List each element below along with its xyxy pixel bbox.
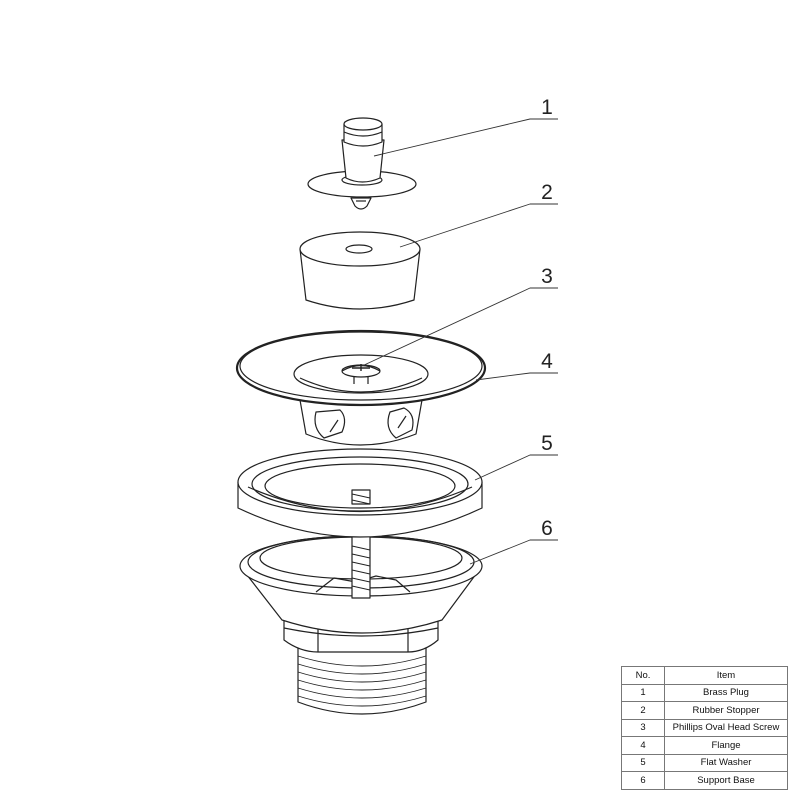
support-base-thread [297, 647, 427, 715]
row-item: Flange [664, 736, 788, 755]
leader-lines [361, 118, 558, 565]
table-row: 6 Support Base [621, 771, 788, 790]
callout-2: 2 [541, 181, 553, 204]
leader-6 [469, 539, 558, 565]
leader-5 [474, 454, 558, 481]
row-item: Phillips Oval Head Screw [664, 718, 788, 737]
row-item: Support Base [664, 771, 788, 790]
row-item: Brass Plug [664, 683, 788, 702]
flat-washer [237, 448, 483, 538]
parts-table: No. Item 1 Brass Plug 2 Rubber Stopper 3… [621, 666, 788, 790]
row-no: 4 [621, 736, 665, 755]
brass-plug [307, 117, 417, 210]
table-header-row: No. Item [621, 666, 788, 685]
header-no: No. [621, 666, 665, 685]
callout-4: 4 [541, 350, 553, 373]
table-row: 2 Rubber Stopper [621, 701, 788, 720]
callout-1: 1 [541, 96, 553, 119]
row-no: 5 [621, 753, 665, 772]
leader-1 [373, 118, 558, 157]
row-no: 2 [621, 701, 665, 720]
table-row: 4 Flange [621, 736, 788, 755]
callout-3: 3 [541, 265, 553, 288]
rubber-stopper [299, 231, 421, 310]
row-item: Flat Washer [664, 753, 788, 772]
header-item: Item [664, 666, 788, 685]
table-row: 3 Phillips Oval Head Screw [621, 718, 788, 737]
leader-3 [361, 287, 558, 367]
table-row: 1 Brass Plug [621, 683, 788, 702]
callout-6: 6 [541, 517, 553, 540]
row-no: 1 [621, 683, 665, 702]
flange-basket [299, 399, 423, 446]
row-item: Rubber Stopper [664, 701, 788, 720]
row-no: 6 [621, 771, 665, 790]
row-no: 3 [621, 718, 665, 737]
leader-2 [399, 203, 558, 248]
callout-5: 5 [541, 432, 553, 455]
table-row: 5 Flat Washer [621, 753, 788, 772]
callout-numbers: 1 2 3 4 5 6 [541, 96, 553, 540]
leader-4 [475, 372, 558, 381]
oval-head-screw [341, 364, 381, 384]
